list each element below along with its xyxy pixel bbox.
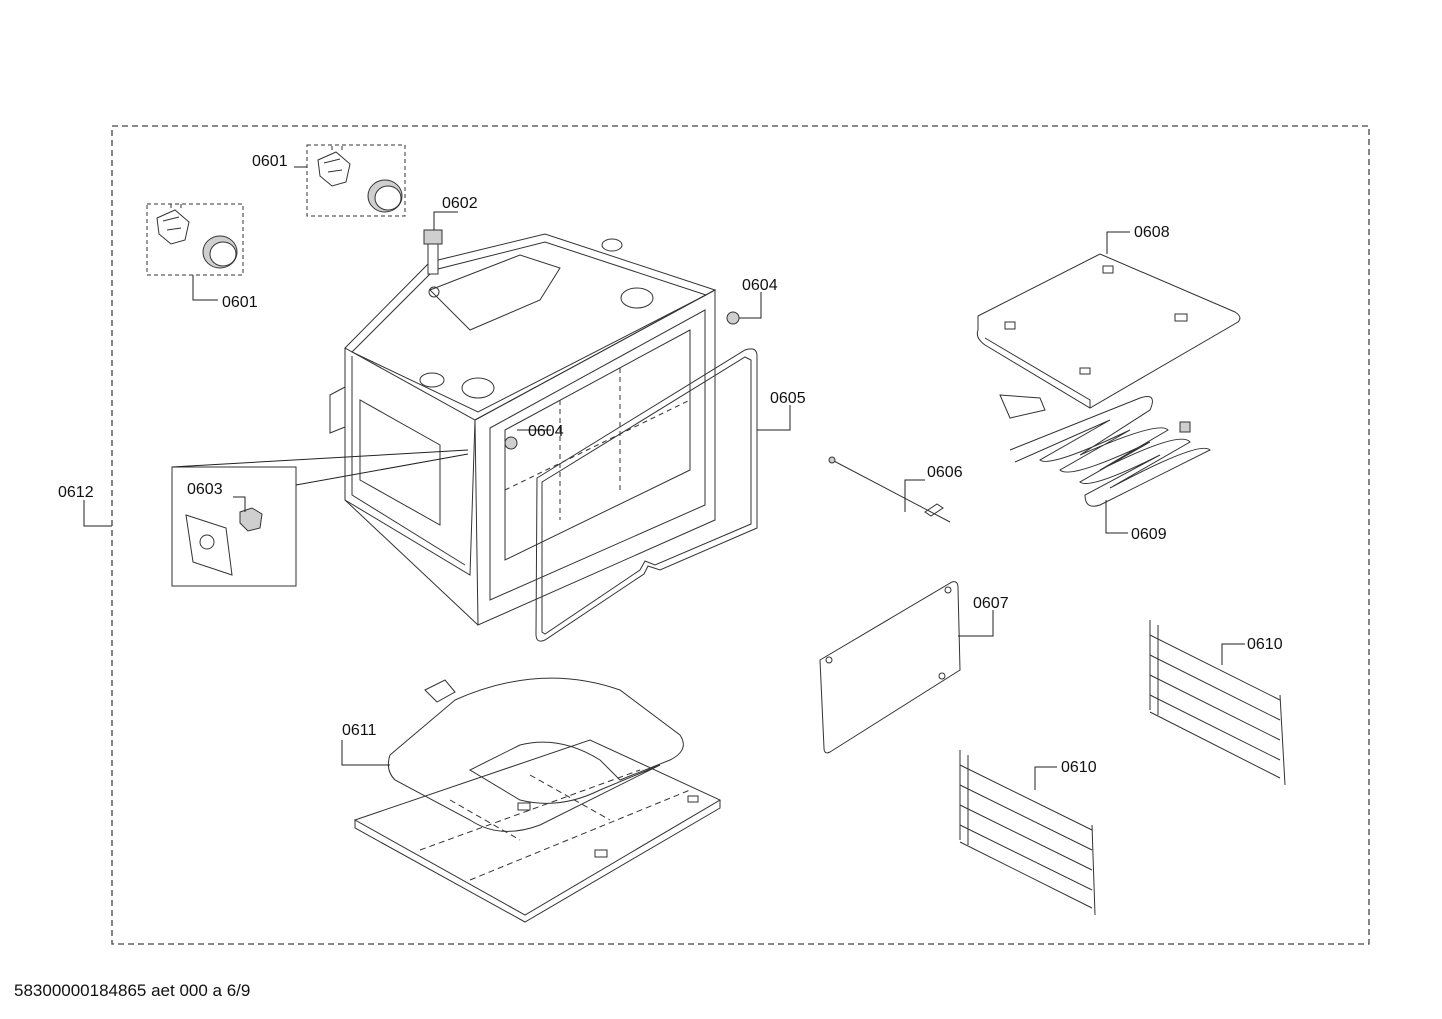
label-0608: 0608 [1134,224,1170,241]
socket-part [423,229,443,298]
door-gasket [535,348,758,642]
knob-part-lower [504,436,518,450]
label-0607: 0607 [973,595,1009,612]
temperature-probe [828,456,951,523]
oven-cavity [329,233,717,626]
top-heat-shield [976,253,1241,409]
label-0606: 0606 [927,464,963,481]
label-0611: 0611 [342,722,377,739]
label-0603: 0603 [187,481,223,498]
label-0609: 0609 [1131,526,1167,543]
label-0601-lower: 0601 [222,294,258,311]
label-0605: 0605 [770,390,806,407]
label-0612: 0612 [58,484,94,501]
side-panel [819,581,961,754]
label-0604-lower: 0604 [528,423,564,440]
label-0602: 0602 [442,195,478,212]
leader-lines [83,166,1245,790]
label-0601-upper: 0601 [252,153,288,170]
bottom-tray [353,739,722,923]
label-0610-left: 0610 [1061,759,1097,776]
lamp-assembly-upper [306,144,406,217]
document-footer-id: 58300000184865 aet 000 a 6/9 [14,981,251,1000]
knob-part-upper [726,311,740,325]
top-heating-element [999,394,1211,507]
label-0610-right: 0610 [1247,636,1283,653]
bottom-heating-element [387,677,684,832]
side-rack-right [1149,620,1286,786]
lamp-assembly-lower [146,203,244,276]
label-0604-upper: 0604 [742,277,778,294]
assembly-boundary [111,125,1370,945]
side-rack-left [959,750,1096,916]
detail-inset-0603 [171,449,469,587]
